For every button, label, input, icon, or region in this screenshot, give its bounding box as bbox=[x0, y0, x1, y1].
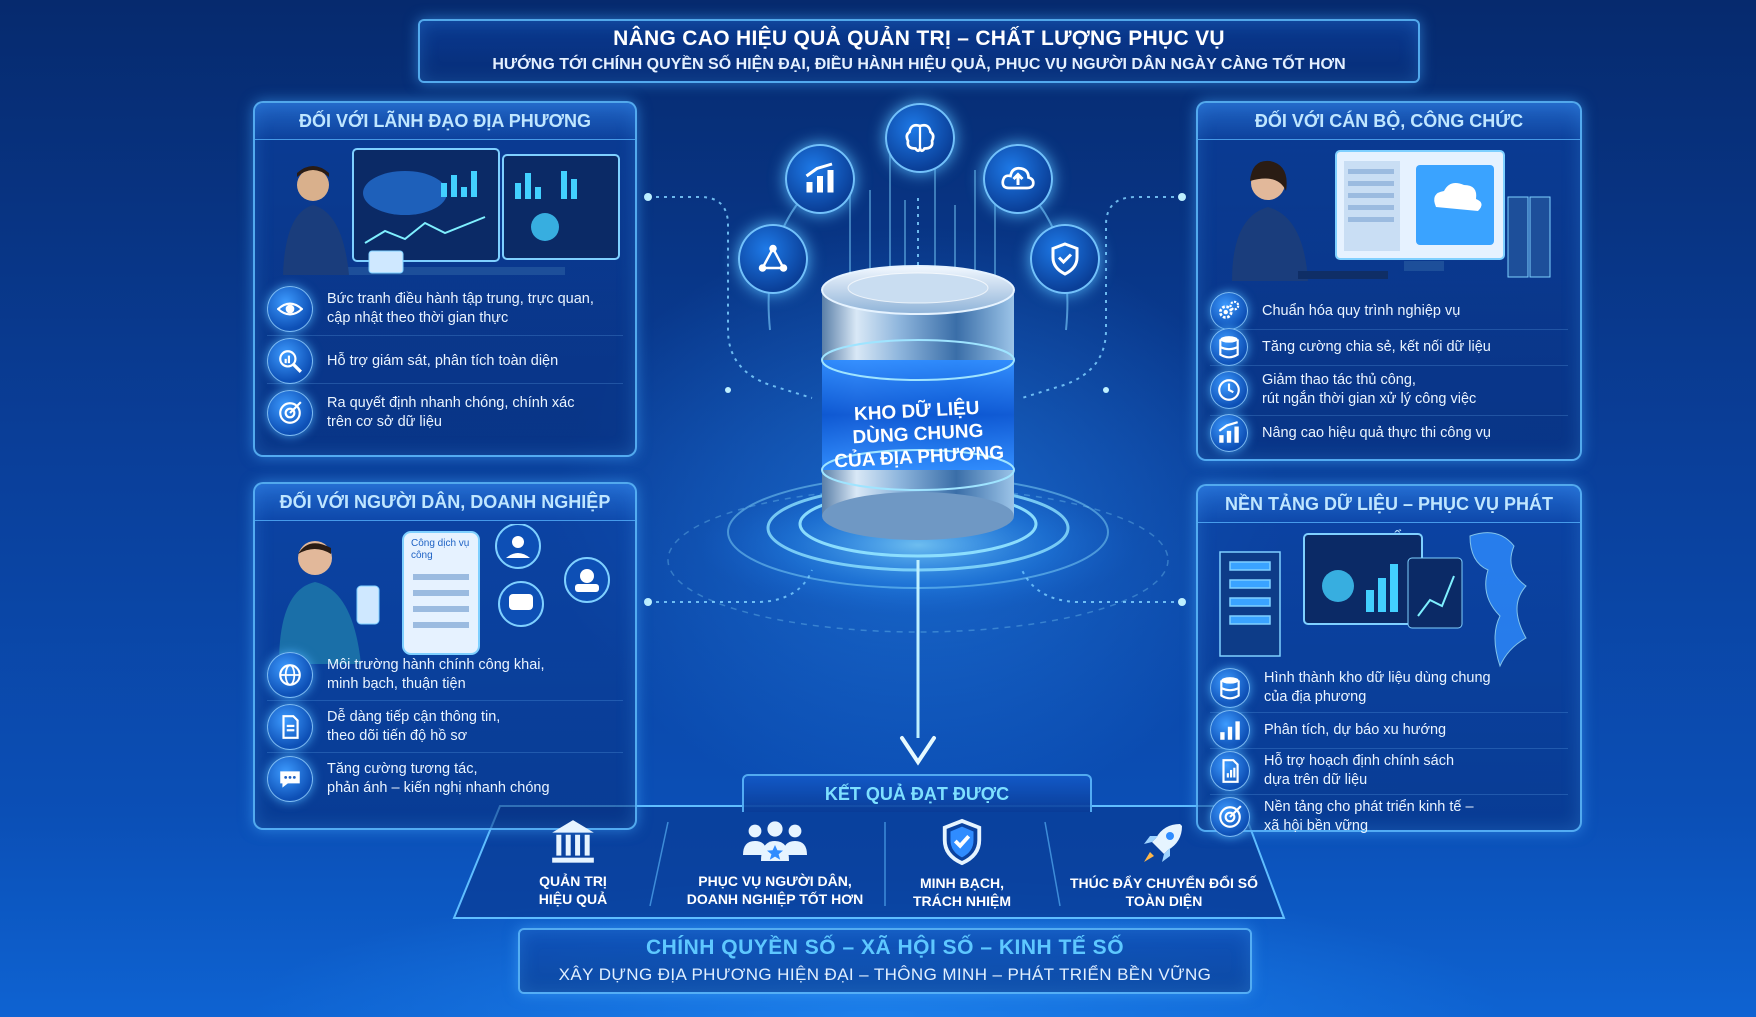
panel-title: NỀN TẢNG DỮ LIỆU – PHỤC VỤ PHÁT TRIỂN bbox=[1198, 486, 1580, 550]
footer-subtitle: XÂY DỰNG ĐỊA PHƯƠNG HIỆN ĐẠI – THÔNG MIN… bbox=[558, 965, 1212, 984]
growth-chart-icon bbox=[785, 144, 855, 214]
list-item: Nền tảng cho phát triển kinh tế – xã hội… bbox=[1210, 794, 1568, 840]
list-item: Dễ dàng tiếp cận thông tin, theo dõi tiế… bbox=[267, 702, 623, 753]
globe-icon bbox=[267, 652, 313, 698]
growth-chart-icon bbox=[1210, 414, 1248, 452]
results-title: KẾT QUẢ ĐẠT ĐƯỢC bbox=[742, 774, 1092, 812]
list-item-text: Chuẩn hóa quy trình nghiệp vụ bbox=[1262, 302, 1461, 319]
result-label: PHỤC VỤ NGƯỜI DÂN, DOANH NGHIỆP TỐT HƠN bbox=[686, 873, 864, 907]
list-item: Nâng cao hiệu quả thực thi công vụ bbox=[1210, 414, 1568, 452]
database-icon bbox=[1210, 328, 1248, 366]
brain-icon bbox=[885, 103, 955, 173]
list-item-text: Hỗ trợ hoạch định chính sách dựa trên dữ… bbox=[1264, 753, 1455, 788]
result-label: MINH BẠCH, TRÁCH NHIỆM bbox=[913, 875, 1011, 909]
list-item: Bức tranh điều hành tập trung, trực quan… bbox=[267, 283, 623, 336]
cloud-upload-icon bbox=[983, 144, 1053, 214]
database-icon bbox=[1210, 668, 1250, 708]
list-item-text: Giảm thao tác thủ công, rút ngắn thời gi… bbox=[1262, 372, 1477, 407]
clock-icon bbox=[1210, 371, 1248, 409]
list-item-text: Phân tích, dự báo xu hướng bbox=[1264, 721, 1447, 738]
list-item: Giảm thao tác thủ công, rút ngắn thời gi… bbox=[1210, 365, 1568, 416]
magnify-chart-icon bbox=[267, 338, 313, 384]
panel-title: ĐỐI VỚI CÁN BỘ, CÔNG CHỨC bbox=[1198, 103, 1580, 140]
central-database-label: KHO DỮ LIỆU DÙNG CHUNG CỦA ĐỊA PHƯƠNG bbox=[833, 397, 1005, 473]
bar-chart-icon bbox=[1210, 710, 1250, 750]
footer-banner: CHÍNH QUYỀN SỐ – XÃ HỘI SỐ – KINH TẾ SỐ … bbox=[518, 928, 1252, 994]
panel-platform: NỀN TẢNG DỮ LIỆU – PHỤC VỤ PHÁT TRIỂN Hì… bbox=[1196, 484, 1582, 837]
result-label: QUẢN TRỊ HIỆU QUẢ bbox=[538, 873, 608, 907]
footer-title: CHÍNH QUYỀN SỐ – XÃ HỘI SỐ – KINH TẾ SỐ bbox=[645, 936, 1125, 959]
list-item: Môi trường hành chính công khai, minh bạ… bbox=[267, 650, 623, 701]
list-item: Hỗ trợ hoạch định chính sách dựa trên dữ… bbox=[1210, 748, 1568, 795]
list-item: Hỗ trợ giám sát, phân tích toàn diện bbox=[267, 338, 623, 384]
citizen-phone-illustration: Công dịch vụ công bbox=[265, 523, 625, 664]
result-item: THÚC ĐẨY CHUYỂN ĐỔI SỐ TOÀN DIỆN bbox=[1062, 818, 1266, 910]
rocket-icon bbox=[1144, 824, 1182, 862]
top-banner: NÂNG CAO HIỆU QUẢ QUẢN TRỊ – CHẤT LƯỢNG … bbox=[418, 19, 1420, 83]
phone-screen-header: Công dịch vụ công bbox=[411, 538, 470, 561]
list-item-text: Nền tảng cho phát triển kinh tế – xã hội… bbox=[1264, 799, 1474, 834]
panel-title: ĐỐI VỚI NGƯỜI DÂN, DOANH NGHIỆP bbox=[255, 484, 635, 521]
panel-title: ĐỐI VỚI LÃNH ĐẠO ĐỊA PHƯƠNG bbox=[255, 103, 635, 140]
list-item-text: Tăng cường tương tác, phản ánh – kiến ng… bbox=[327, 761, 550, 796]
document-icon bbox=[267, 704, 313, 750]
data-stream bbox=[849, 150, 996, 300]
list-item-text: Hình thành kho dữ liệu dùng chung của đị… bbox=[1264, 670, 1491, 705]
list-item: Tăng cường tương tác, phản ánh – kiến ng… bbox=[267, 754, 623, 804]
target-icon bbox=[1210, 797, 1250, 837]
list-item-text: Nâng cao hiệu quả thực thi công vụ bbox=[1262, 424, 1491, 441]
list-item-text: Bức tranh điều hành tập trung, trực quan… bbox=[327, 291, 594, 326]
target-icon bbox=[267, 390, 313, 436]
list-item-text: Ra quyết định nhanh chóng, chính xác trê… bbox=[327, 395, 575, 430]
banner-subtitle: HƯỚNG TỚI CHÍNH QUYỀN SỐ HIỆN ĐẠI, ĐIỀU … bbox=[492, 56, 1346, 73]
shield-icon bbox=[1030, 224, 1100, 294]
list-item-text: Tăng cường chia sẻ, kết nối dữ liệu bbox=[1262, 338, 1491, 355]
list-item-text: Dễ dàng tiếp cận thông tin, theo dõi tiế… bbox=[327, 709, 501, 744]
list-item-text: Hỗ trợ giám sát, phân tích toàn diện bbox=[327, 352, 559, 369]
data-platform-illustration bbox=[1208, 526, 1570, 674]
list-item: Phân tích, dự báo xu hướng bbox=[1210, 710, 1568, 750]
list-item: Chuẩn hóa quy trình nghiệp vụ bbox=[1210, 292, 1568, 330]
result-label: THÚC ĐẨY CHUYỂN ĐỔI SỐ TOÀN DIỆN bbox=[1070, 875, 1258, 909]
banner-title: NÂNG CAO HIỆU QUẢ QUẢN TRỊ – CHẤT LƯỢNG … bbox=[613, 27, 1225, 50]
chat-icon bbox=[267, 756, 313, 802]
leader-dashboard-illustration bbox=[265, 143, 625, 291]
panel-leaders: ĐỐI VỚI LÃNH ĐẠO ĐỊA PHƯƠNG Bức tranh đi… bbox=[253, 101, 637, 457]
list-item: Hình thành kho dữ liệu dùng chung của đị… bbox=[1210, 664, 1568, 713]
database-cylinder bbox=[821, 265, 1015, 540]
network-icon bbox=[738, 224, 808, 294]
eye-icon bbox=[267, 286, 313, 332]
panel-officials: ĐỐI VỚI CÁN BỘ, CÔNG CHỨC Chuẩn hóa quy … bbox=[1196, 101, 1582, 461]
official-workstation-illustration bbox=[1208, 143, 1570, 291]
gears-icon bbox=[1210, 292, 1248, 330]
document-chart-icon bbox=[1210, 751, 1250, 791]
panel-citizens: ĐỐI VỚI NGƯỜI DÂN, DOANH NGHIỆP Công dịc… bbox=[253, 482, 637, 830]
list-item: Ra quyết định nhanh chóng, chính xác trê… bbox=[267, 387, 623, 439]
result-item: PHỤC VỤ NGƯỜI DÂN, DOANH NGHIỆP TỐT HƠN bbox=[672, 818, 878, 908]
people-icon bbox=[743, 821, 807, 861]
result-item: MINH BẠCH, TRÁCH NHIỆM bbox=[892, 818, 1032, 910]
list-item-text: Môi trường hành chính công khai, minh bạ… bbox=[327, 657, 545, 692]
government-building-icon bbox=[552, 820, 594, 863]
list-item: Tăng cường chia sẻ, kết nối dữ liệu bbox=[1210, 328, 1568, 366]
result-item: QUẢN TRỊ HIỆU QUẢ bbox=[500, 818, 646, 908]
shield-check-icon bbox=[942, 818, 982, 866]
